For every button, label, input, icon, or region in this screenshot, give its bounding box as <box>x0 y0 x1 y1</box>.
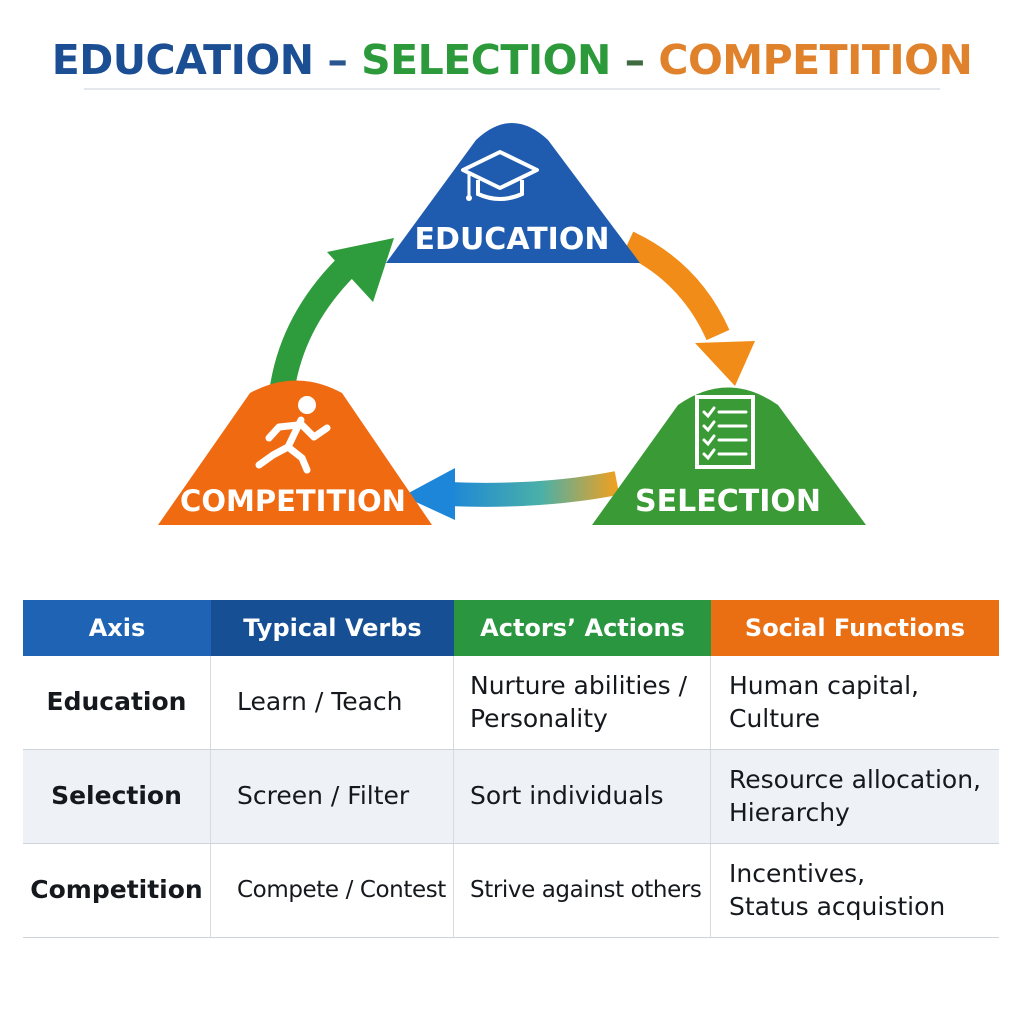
selection-node-label: SELECTION <box>635 484 821 519</box>
row-actions-cell: Sort individuals <box>454 750 711 843</box>
row-axis-cell: Selection <box>23 750 211 843</box>
row-functions-cell: Human capital, Culture <box>729 671 920 733</box>
row-verbs-cell: Learn / Teach <box>211 656 454 749</box>
row-verbs-cell: Screen / Filter <box>211 750 454 843</box>
row-actions-cell: Strive against others <box>454 844 711 937</box>
education-node-label: EDUCATION <box>415 222 610 257</box>
running-person-icon <box>255 396 331 474</box>
title-selection: SELECTION <box>361 36 611 84</box>
title-competition: COMPETITION <box>658 36 973 84</box>
comparison-table: Axis Typical Verbs Actors’ Actions Socia… <box>23 600 999 938</box>
title-divider <box>84 88 940 90</box>
selection-node: SELECTION <box>592 387 866 525</box>
arrow-selection-to-competition <box>403 468 620 520</box>
table-row: Competition Compete / Contest Strive aga… <box>23 844 999 938</box>
table-row: Education Learn / Teach Nurture abilitie… <box>23 656 999 750</box>
checklist-icon <box>695 395 755 469</box>
education-node: EDUCATION <box>386 123 640 263</box>
competition-node: COMPETITION <box>158 380 432 525</box>
graduation-cap-icon <box>461 150 539 201</box>
row-axis-cell: Competition <box>23 844 211 937</box>
header-actors-actions: Actors’ Actions <box>454 600 711 656</box>
row-actions-cell: Nurture abilities / Personality <box>454 656 711 749</box>
competition-node-label: COMPETITION <box>180 484 406 518</box>
row-functions-cell: Resource allocation, Hierarchy <box>729 765 982 827</box>
arrow-competition-to-education <box>269 238 394 393</box>
table-header-row: Axis Typical Verbs Actors’ Actions Socia… <box>23 600 999 656</box>
title-separator-2: – <box>610 36 659 84</box>
title-separator-1: – <box>313 36 362 84</box>
table-row: Selection Screen / Filter Sort individua… <box>23 750 999 844</box>
header-typical-verbs: Typical Verbs <box>211 600 454 656</box>
header-social-functions: Social Functions <box>711 600 999 656</box>
row-functions-cell: Incentives, Status acquistion <box>729 859 946 921</box>
title-education: EDUCATION <box>51 36 314 84</box>
page-title: EDUCATION – SELECTION – COMPETITION <box>0 36 1024 84</box>
row-verbs-cell: Compete / Contest <box>211 844 454 937</box>
cycle-diagram: EDUCATION COMPETITION <box>158 123 866 525</box>
header-axis: Axis <box>23 600 211 656</box>
row-axis-cell: Education <box>23 656 211 749</box>
arrow-education-to-selection <box>622 231 755 386</box>
